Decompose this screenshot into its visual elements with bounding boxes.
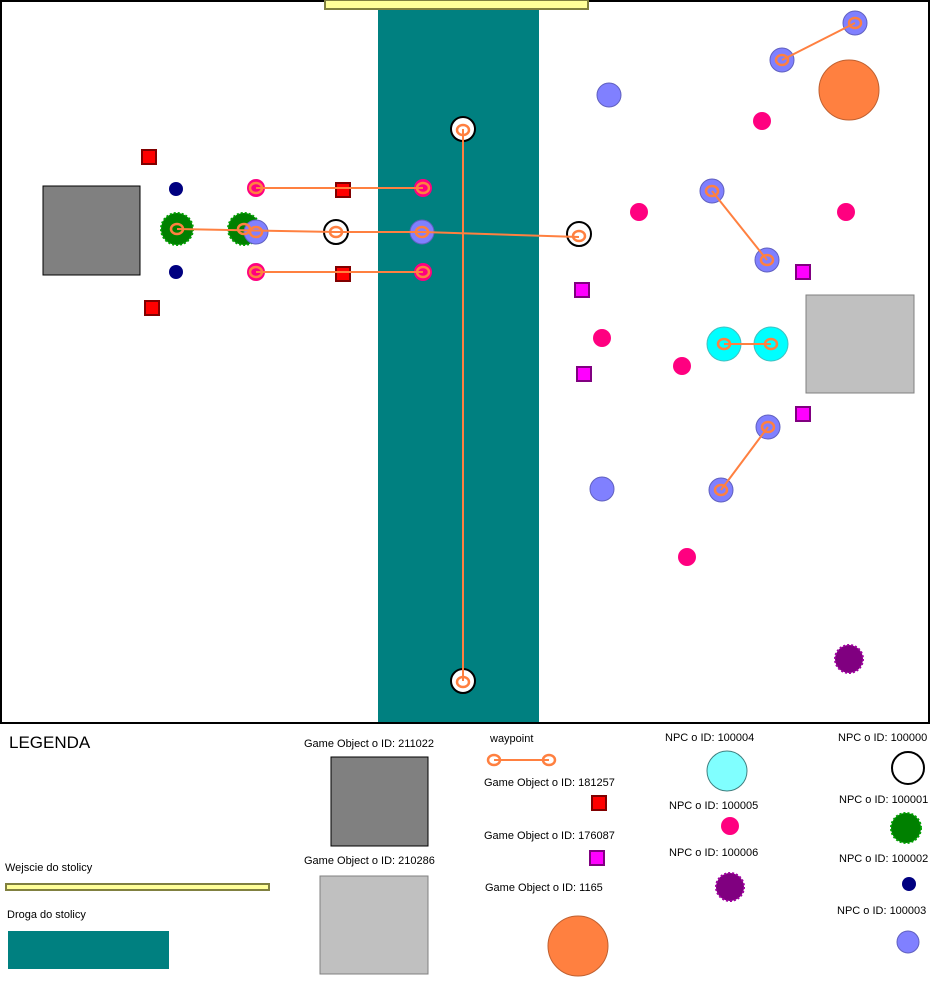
legend-entrance-label: Wejscie do stolicy (5, 862, 93, 874)
legend-npc-100006-label: NPC o ID: 100006 (669, 847, 759, 859)
legend-npc-100004-swatch (706, 750, 748, 792)
legend-go-210286-swatch (319, 875, 429, 975)
legend-npc-100000-swatch (891, 751, 925, 785)
legend-npc-100001-swatch (890, 812, 922, 844)
game-object-211022 (42, 185, 141, 276)
npc-100005 (837, 203, 855, 221)
legend-road-label: Droga do stolicy (7, 909, 86, 921)
waypoint-marker (414, 225, 430, 239)
legend-go-211022-label: Game Object o ID: 211022 (304, 738, 435, 750)
legend-npc-100005-swatch (721, 817, 739, 835)
legend-road-swatch (8, 931, 169, 969)
legend-go-211022-swatch (330, 756, 429, 847)
npc-100002 (169, 182, 183, 196)
legend-title: LEGENDA (9, 733, 91, 752)
waypoint-marker (760, 420, 776, 434)
legend-entrance-swatch (5, 883, 270, 891)
legend-npc-100002-swatch (902, 877, 916, 891)
npc-100005 (753, 112, 771, 130)
legend-npc-100001-label: NPC o ID: 100001 (839, 794, 929, 806)
capital-entrance (324, 0, 589, 10)
waypoint-marker (415, 181, 431, 195)
waypoint-marker (455, 675, 471, 689)
legend-go-1165-label: Game Object o ID: 1165 (485, 882, 603, 894)
game-object-1165 (818, 59, 880, 121)
waypoint-marker (759, 253, 775, 267)
game-object-181257 (144, 300, 160, 316)
legend-waypoint-label: waypoint (490, 733, 534, 745)
waypoint-path (176, 228, 580, 238)
legend-go-176087-label: Game Object o ID: 176087 (484, 830, 615, 842)
waypoint-marker (847, 16, 863, 30)
waypoint-marker (713, 483, 729, 497)
waypoint-path (711, 190, 768, 261)
legend-go-210286-label: Game Object o ID: 210286 (304, 855, 435, 867)
waypoint-marker (415, 265, 431, 279)
legend-waypoint-marker (541, 753, 557, 767)
npc-100000 (566, 221, 592, 247)
legend-npc-100000-label: NPC o ID: 100000 (838, 732, 928, 744)
npc-100003 (589, 476, 615, 502)
npc-100006 (834, 644, 864, 674)
legend-npc-100002-label: NPC o ID: 100002 (839, 853, 929, 865)
waypoint-marker (774, 53, 790, 67)
npc-100005 (678, 548, 696, 566)
legend-npc-100003-label: NPC o ID: 100003 (837, 905, 927, 917)
waypoint-marker (763, 337, 779, 351)
legend-npc-100004-label: NPC o ID: 100004 (665, 732, 755, 744)
game-object-181257 (141, 149, 157, 165)
game-object-176087 (795, 406, 811, 422)
npc-100003 (596, 82, 622, 108)
game-object-181257 (335, 266, 351, 282)
npc-100002 (169, 265, 183, 279)
waypoint-marker (328, 225, 344, 239)
game-object-210286 (805, 294, 915, 394)
waypoint-marker (248, 181, 264, 195)
legend-npc-100006-swatch (715, 872, 745, 902)
npc-100005 (673, 357, 691, 375)
npc-100005 (593, 329, 611, 347)
game-object-181257 (335, 182, 351, 198)
legend-go-176087-swatch (589, 850, 605, 866)
legend-go-1165-swatch (547, 915, 609, 977)
waypoint-path (720, 426, 769, 491)
waypoint-path (781, 22, 856, 61)
legend-npc-100005-label: NPC o ID: 100005 (669, 800, 759, 812)
road (378, 2, 539, 722)
waypoint-marker (571, 229, 587, 243)
game-object-176087 (574, 282, 590, 298)
waypoint-marker (248, 265, 264, 279)
waypoint-marker (169, 222, 185, 236)
waypoint-marker (455, 123, 471, 137)
npc-100005 (630, 203, 648, 221)
legend-go-181257-swatch (591, 795, 607, 811)
legend-npc-100003-swatch (896, 930, 920, 954)
legend-go-181257-label: Game Object o ID: 181257 (484, 777, 615, 789)
waypoint-marker (704, 184, 720, 198)
waypoint-marker (716, 337, 732, 351)
game-object-176087 (576, 366, 592, 382)
legend-waypoint-marker (486, 753, 502, 767)
waypoint-marker (248, 225, 264, 239)
game-object-176087 (795, 264, 811, 280)
